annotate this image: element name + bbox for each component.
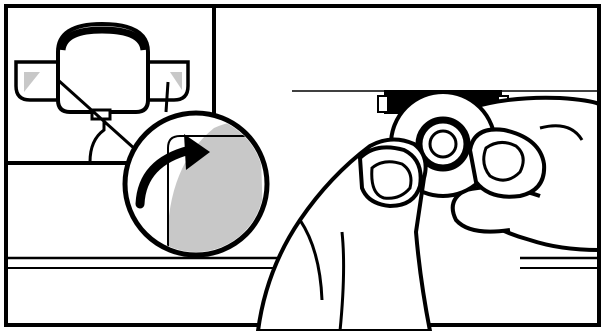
inset-bracket: [16, 62, 62, 100]
sensor-mount-icon: [58, 24, 148, 119]
